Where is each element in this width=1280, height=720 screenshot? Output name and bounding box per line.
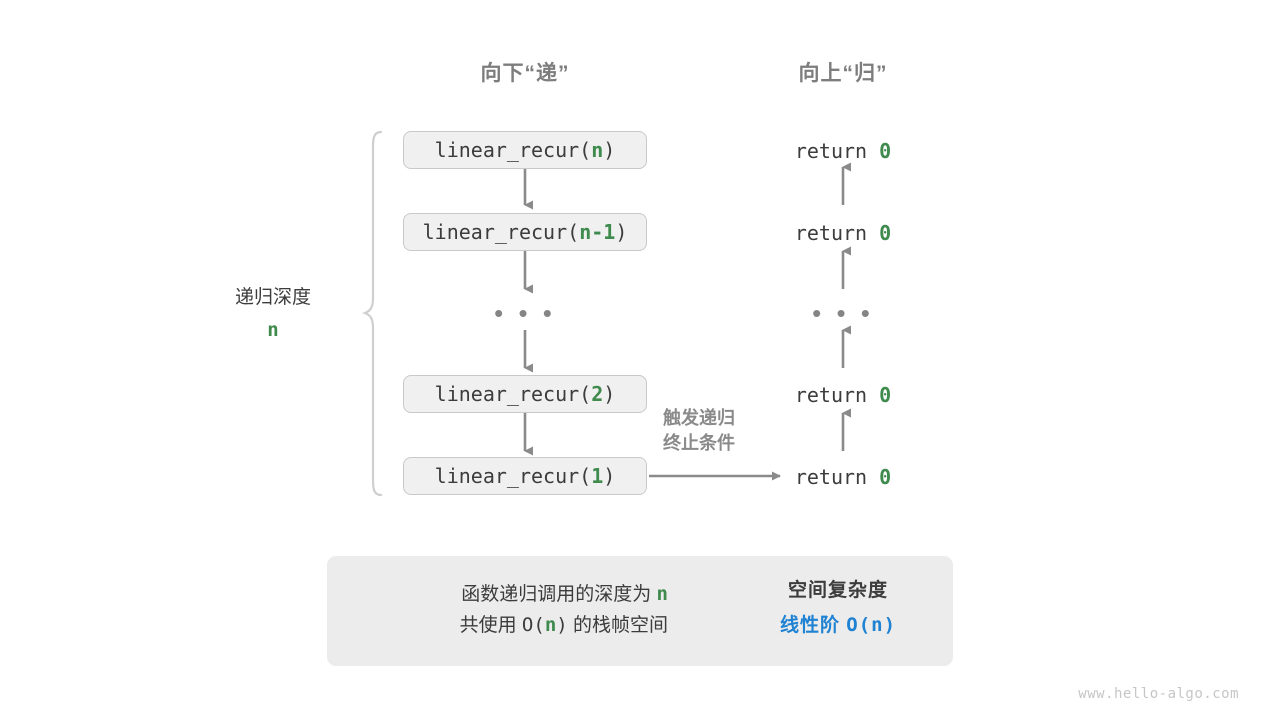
- return-value: 0: [879, 383, 892, 407]
- summary-left-line2: 共使用 O(n) 的栈帧空间: [368, 610, 668, 641]
- recursion-depth-label: 递归深度: [234, 287, 312, 308]
- call-box-arg: 1: [591, 464, 604, 488]
- watermark: www.hello-algo.com: [1078, 686, 1239, 702]
- summary-left-line2-open: O(: [521, 614, 545, 637]
- termination-condition-note: 触发递归 终止条件: [663, 406, 735, 456]
- call-box-1[interactable]: linear_recur(1): [403, 457, 647, 495]
- call-box-2[interactable]: linear_recur(2): [403, 375, 647, 413]
- recursion-depth-value: n: [267, 319, 279, 341]
- return-label-1: return 0: [795, 139, 891, 163]
- return-keyword: return: [794, 221, 868, 245]
- return-value: 0: [879, 139, 892, 163]
- call-box-prefix: linear_recur(: [422, 220, 580, 244]
- return-label-3: return 0: [795, 383, 891, 407]
- column-header-recurse-down: 向下“递”: [480, 62, 570, 85]
- call-box-arg: 2: [591, 382, 604, 406]
- return-label-2: return 0: [795, 221, 891, 245]
- termination-note-line1: 触发递归: [663, 408, 735, 428]
- termination-note-line2: 终止条件: [663, 432, 735, 453]
- call-box-prefix: linear_recur(: [434, 138, 592, 162]
- return-value: 0: [879, 465, 892, 489]
- call-box-n-minus-1[interactable]: linear_recur(n-1): [403, 213, 647, 251]
- summary-left-line2-suffix: 的栈帧空间: [567, 615, 668, 637]
- return-keyword: return: [794, 383, 868, 407]
- summary-left-line1: 函数递归调用的深度为 n: [368, 579, 668, 610]
- call-box-prefix: linear_recur(: [434, 382, 592, 406]
- summary-left-line2-close: ): [556, 614, 568, 637]
- return-keyword: return: [794, 465, 868, 489]
- summary-left-text: 函数递归调用的深度为 n 共使用 O(n) 的栈帧空间: [368, 579, 668, 642]
- call-box-suffix: ): [603, 138, 616, 162]
- call-box-n[interactable]: linear_recur(n): [403, 131, 647, 169]
- return-stack-ellipsis: • • •: [812, 298, 874, 328]
- column-header-return-up: 向上“归”: [798, 62, 888, 85]
- summary-left-line1-text: 函数递归调用的深度为: [461, 584, 657, 605]
- return-value: 0: [879, 221, 892, 245]
- call-box-suffix: ): [603, 464, 616, 488]
- return-keyword: return: [794, 139, 868, 163]
- summary-complexity-value: 线性阶 O(n): [780, 610, 896, 637]
- summary-panel: [327, 556, 953, 666]
- summary-right-block: 空间复杂度 线性阶 O(n): [780, 575, 896, 637]
- summary-left-line1-n: n: [656, 583, 668, 605]
- complexity-bigo: O(n): [846, 614, 897, 636]
- complexity-order-label: 线性阶: [779, 615, 847, 636]
- call-box-suffix: ): [615, 220, 628, 244]
- call-box-suffix: ): [603, 382, 616, 406]
- call-box-prefix: linear_recur(: [434, 464, 592, 488]
- recursion-depth-brace: [362, 130, 383, 497]
- call-box-arg: n: [591, 138, 604, 162]
- summary-left-line2-prefix: 共使用: [459, 615, 522, 637]
- summary-left-line2-n: n: [544, 614, 557, 637]
- call-box-arg: n-1: [579, 220, 616, 244]
- return-label-4: return 0: [795, 465, 891, 489]
- call-stack-ellipsis: • • •: [494, 298, 556, 328]
- summary-complexity-title: 空间复杂度: [787, 580, 889, 601]
